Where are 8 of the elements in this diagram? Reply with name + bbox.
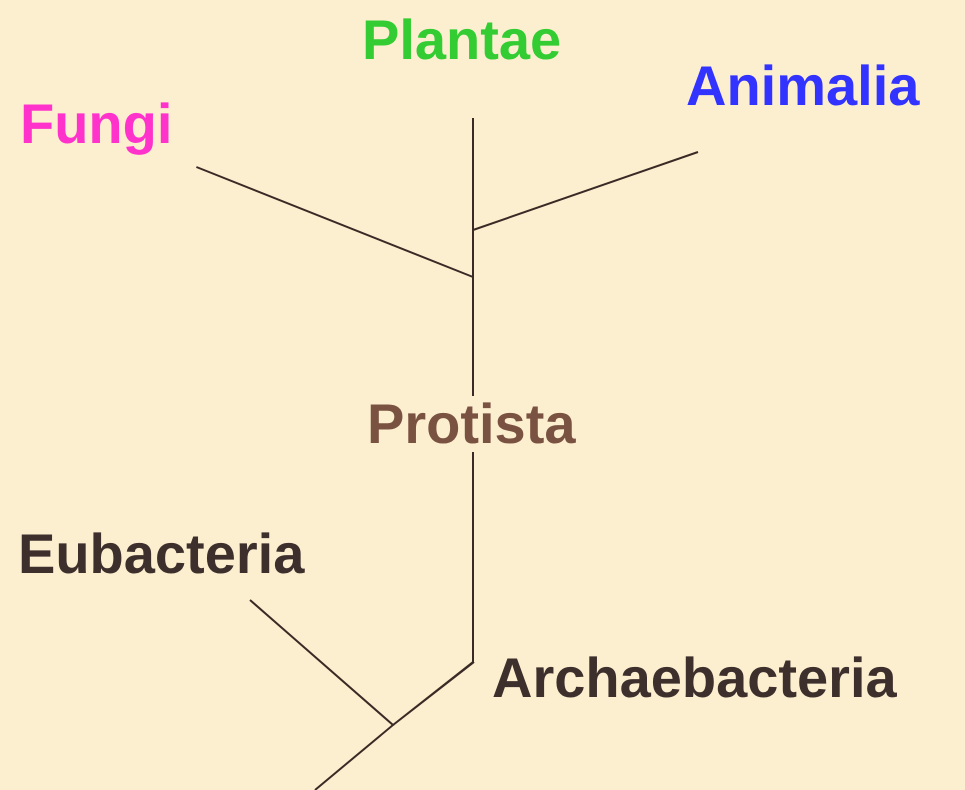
tree-branch xyxy=(249,599,395,790)
taxon-label: Fungi xyxy=(20,96,196,168)
taxon-label: Archaebacteria xyxy=(474,650,897,706)
tree-branch xyxy=(392,452,475,726)
tree-branch xyxy=(472,151,698,396)
taxon-label: Eubacteria xyxy=(18,526,304,600)
taxon-label: Animalia xyxy=(686,58,920,152)
taxon-label: Plantae xyxy=(362,12,562,118)
